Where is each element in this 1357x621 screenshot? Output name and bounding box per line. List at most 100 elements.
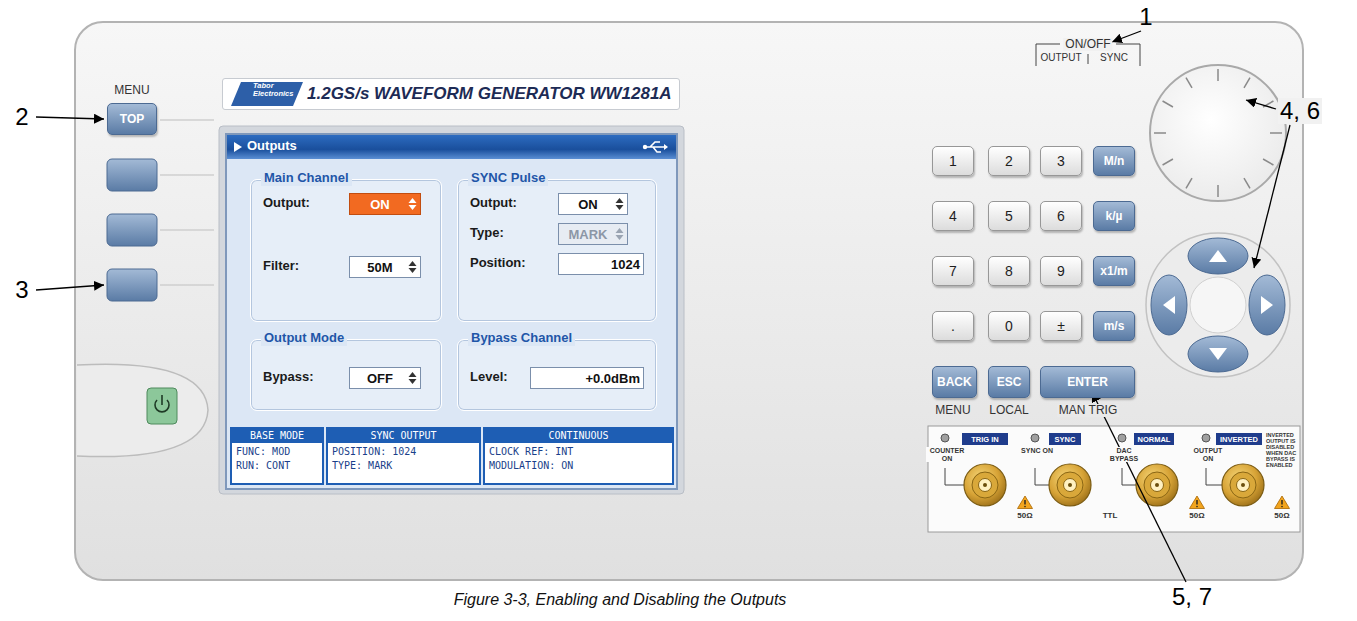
status-value: POSITION: 1024 bbox=[328, 443, 479, 457]
status-cell: BASE MODEFUNC: MODRUN: CONT bbox=[230, 427, 324, 485]
indicator-label: DAC BYPASS bbox=[1104, 447, 1144, 462]
keypad-key: ± bbox=[1040, 311, 1082, 341]
panel-heading: SYNC Pulse bbox=[468, 171, 548, 186]
status-value: MODULATION: ON bbox=[485, 457, 672, 471]
key-label: 8 bbox=[1005, 263, 1013, 279]
key-label: NORMAL bbox=[1138, 435, 1171, 444]
leader-line bbox=[1254, 125, 1290, 268]
screen-bezel bbox=[219, 126, 684, 494]
key-label: INVERTED bbox=[1220, 435, 1258, 444]
field-label: Bypass: bbox=[263, 370, 314, 385]
connector-panel bbox=[928, 426, 1300, 532]
value-field: 50M bbox=[349, 256, 421, 278]
function-key: ENTER bbox=[1040, 366, 1135, 398]
value-field: ON bbox=[558, 193, 628, 215]
key-label: k/µ bbox=[1106, 209, 1123, 223]
indicator-label: OUTPUT ON bbox=[1188, 447, 1228, 462]
value-field: MARK bbox=[558, 223, 628, 245]
spin-arrows bbox=[408, 371, 417, 385]
panel-legend: MAN TRIG bbox=[1057, 404, 1119, 417]
level-label: TTL bbox=[1101, 512, 1120, 521]
connector-panel bbox=[1018, 496, 1033, 509]
keypad-key: 9 bbox=[1040, 256, 1082, 286]
rotary-knob bbox=[1163, 101, 1173, 107]
menu-grooves bbox=[160, 119, 214, 121]
status-heading: SYNC OUTPUT bbox=[328, 429, 479, 443]
key-label: x1/m bbox=[1100, 264, 1127, 278]
field-label: Level: bbox=[470, 370, 508, 385]
spin-arrows bbox=[615, 197, 624, 211]
keypad-key: 8 bbox=[988, 256, 1030, 286]
arrow-pad bbox=[1151, 275, 1187, 335]
impedance-label: 50Ω bbox=[1274, 512, 1289, 521]
field-value: OFF bbox=[356, 371, 404, 386]
rotary-knob bbox=[1217, 185, 1219, 197]
rotary-knob bbox=[1186, 78, 1192, 88]
rotary-knob bbox=[1244, 178, 1250, 188]
function-key: BACK bbox=[932, 366, 977, 398]
connector-panel bbox=[1222, 464, 1264, 506]
menu-grooves bbox=[160, 284, 214, 286]
keypad-key: 1 bbox=[932, 146, 974, 176]
group-box: Output ModeBypass:OFF bbox=[250, 339, 442, 411]
field-label: 1.2GS/s WAVEFORM GENERATOR WW1281A bbox=[307, 84, 672, 104]
callout-number: 5, 7 bbox=[1172, 584, 1212, 610]
status-heading: BASE MODE bbox=[232, 429, 322, 443]
key-label: 6 bbox=[1057, 208, 1065, 224]
key-label: SYNC bbox=[1055, 435, 1076, 444]
impedance-label: 50Ω bbox=[1189, 512, 1204, 521]
key-label: ENTER bbox=[1067, 375, 1108, 389]
key-label: . bbox=[951, 318, 955, 334]
logo-badge: Tabor Electronics1.2GS/s WAVEFORM GENERA… bbox=[222, 78, 680, 110]
connector-panel bbox=[1202, 434, 1210, 442]
field-value: ON bbox=[356, 197, 404, 212]
rotary-knob bbox=[1150, 65, 1286, 201]
key-label: ± bbox=[1057, 318, 1065, 334]
arrow-pad bbox=[1188, 238, 1248, 274]
connector-panel bbox=[964, 464, 1006, 506]
impedance-label: 50Ω bbox=[1017, 512, 1032, 521]
group-box: Bypass ChannelLevel:+0.0dBm bbox=[457, 339, 657, 411]
instrument-housing bbox=[75, 22, 1303, 580]
title-marker bbox=[233, 141, 243, 153]
lcd-screen: OutputsMain ChannelOutput:Filter:ON50MSY… bbox=[225, 133, 678, 490]
unit-key: k/µ bbox=[1093, 201, 1135, 231]
connector-panel bbox=[1035, 468, 1049, 485]
connector-panel bbox=[1136, 464, 1178, 506]
leader-line bbox=[1092, 392, 1186, 582]
key-label: 5 bbox=[1005, 208, 1013, 224]
keypad-key: 5 bbox=[988, 201, 1030, 231]
arrow-pad bbox=[1163, 250, 1273, 360]
spin-arrows bbox=[615, 227, 624, 241]
rotary-knob bbox=[1150, 65, 1286, 201]
menu-grooves bbox=[160, 229, 214, 231]
key-label: ESC bbox=[997, 375, 1022, 389]
key-label: 3 bbox=[1057, 153, 1065, 169]
leader-line bbox=[36, 31, 1290, 582]
connector-panel bbox=[945, 468, 964, 485]
rotary-knob bbox=[1163, 159, 1173, 165]
indicator-label: COUNTER ON bbox=[926, 447, 968, 462]
arrow-pad bbox=[1146, 233, 1290, 377]
connector-tab: SYNC bbox=[1049, 433, 1081, 445]
value-field: OFF bbox=[349, 367, 421, 389]
callout-number: 2 bbox=[15, 104, 28, 130]
rotary-knob bbox=[1263, 159, 1273, 165]
menu-grooves bbox=[160, 174, 214, 176]
function-key: ESC bbox=[988, 366, 1030, 398]
key-label: BACK bbox=[937, 375, 972, 389]
panel-heading: Outputs bbox=[247, 139, 297, 154]
rotary-knob bbox=[1186, 178, 1192, 188]
status-value: TYPE: MARK bbox=[328, 457, 479, 471]
status-value: FUNC: MOD bbox=[232, 443, 322, 457]
keypad-key: 0 bbox=[988, 311, 1030, 341]
key-label: 7 bbox=[949, 263, 957, 279]
field-label: Filter: bbox=[263, 259, 299, 274]
panel-heading: Output Mode bbox=[261, 331, 347, 346]
panel-legend: SYNC bbox=[1100, 52, 1128, 63]
keypad-key: 2 bbox=[988, 146, 1030, 176]
field-label: Output: bbox=[263, 196, 310, 211]
callout-number: 3 bbox=[15, 277, 28, 303]
key-label: 2 bbox=[1005, 153, 1013, 169]
power-switch bbox=[147, 388, 177, 424]
